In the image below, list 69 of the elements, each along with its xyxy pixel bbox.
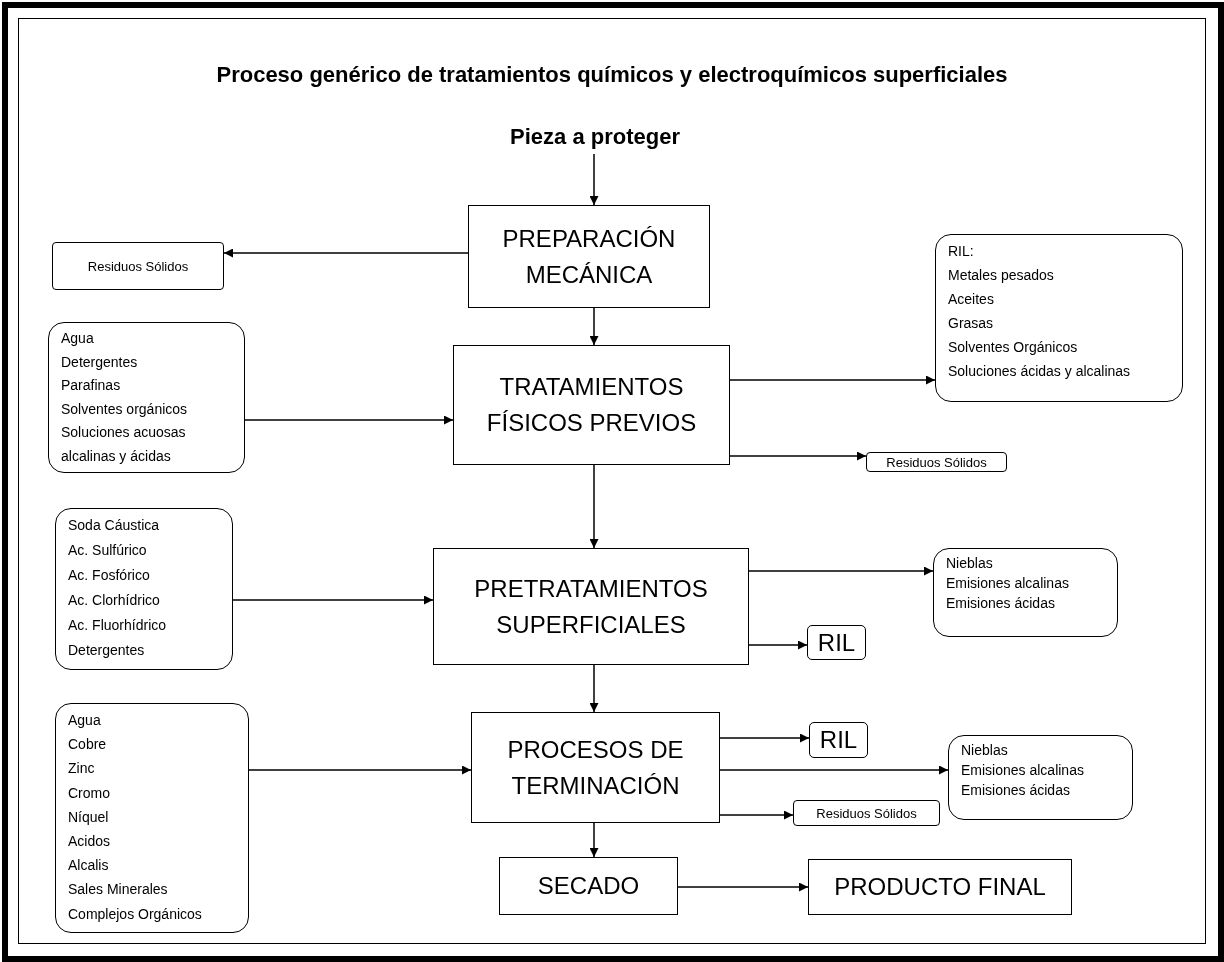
list-item: Nieblas: [961, 741, 1009, 760]
list-item: Ac. Fluorhídrico: [68, 616, 168, 635]
arrow: [589, 664, 599, 713]
list-item: Agua: [61, 329, 95, 348]
list-item: Sales Minerales: [68, 880, 169, 900]
arrow: [589, 307, 599, 346]
arrow: [589, 822, 599, 858]
arrow: [748, 566, 934, 576]
process-box: TRATAMIENTOS FÍSICOS PREVIOS: [453, 345, 730, 465]
arrow: [232, 595, 434, 605]
list-item: Solventes orgánicos: [61, 399, 189, 419]
process-box: PRETRATAMIENTOS SUPERFICIALES: [433, 548, 749, 665]
list-item: Alcalis: [68, 856, 110, 876]
arrow: [719, 733, 810, 743]
list-item: Níquel: [68, 807, 110, 827]
list-item: Aceites: [948, 290, 995, 309]
process-box: PRODUCTO FINAL: [808, 859, 1072, 915]
list-item: Emisiones alcalinas: [946, 574, 1070, 593]
list-item: Soluciones acuosas: [61, 423, 187, 442]
list-item: Detergentes: [68, 641, 146, 660]
input-list-box: [55, 703, 249, 933]
list-item: Agua: [68, 711, 102, 730]
list-item: Emisiones ácidas: [946, 594, 1056, 613]
input-list-box: [933, 548, 1118, 637]
list-item: alcalinas y ácidas: [61, 446, 172, 466]
output-box: RIL: [807, 625, 866, 660]
list-item: Cromo: [68, 783, 111, 803]
list-item: Parafinas: [61, 376, 122, 395]
list-item: Metales pesados: [948, 266, 1055, 285]
output-box: Residuos Sólidos: [52, 242, 224, 290]
list-item: Grasas: [948, 314, 995, 333]
output-box: Residuos Sólidos: [866, 452, 1007, 472]
diagram-title: Proceso genérico de tratamientos químicos y electroquímicos superficiales: [215, 62, 1009, 88]
list-item: Ac. Fosfórico: [68, 566, 151, 585]
arrow: [589, 464, 599, 549]
arrow: [719, 765, 949, 775]
list-item: Complejos Orgánicos: [68, 904, 203, 924]
list-item: Detergentes: [61, 352, 139, 372]
list-item: Acidos: [68, 832, 112, 851]
list-item: Emisiones ácidas: [961, 781, 1071, 800]
input-list-box: [948, 735, 1133, 820]
list-item: RIL:: [948, 242, 975, 261]
list-item: Nieblas: [946, 554, 994, 573]
list-item: Zinc: [68, 759, 96, 779]
process-box: PROCESOS DE TERMINACIÓN: [471, 712, 720, 823]
list-item: Soluciones ácidas y alcalinas: [948, 362, 1132, 381]
arrow: [244, 415, 454, 425]
output-box: RIL: [809, 722, 868, 758]
arrow: [223, 248, 469, 258]
process-box: PREPARACIÓN MECÁNICA: [468, 205, 710, 308]
list-item: Ac. Clorhídrico: [68, 591, 161, 610]
arrow: [729, 375, 936, 385]
input-list-box: [48, 322, 245, 473]
output-box: Residuos Sólidos: [793, 800, 940, 826]
arrow: [719, 810, 794, 820]
input-list-box: [935, 234, 1183, 402]
arrow: [589, 153, 599, 206]
heading-text: Pieza a proteger: [470, 124, 720, 154]
list-item: Solventes Orgánicos: [948, 338, 1079, 357]
input-list-box: [55, 508, 233, 670]
arrow: [248, 765, 472, 775]
list-item: Cobre: [68, 735, 108, 755]
process-box: SECADO: [499, 857, 678, 915]
list-item: Soda Cáustica: [68, 516, 161, 535]
list-item: Ac. Sulfúrico: [68, 541, 148, 560]
arrow: [729, 451, 867, 461]
arrow: [677, 882, 809, 892]
list-item: Emisiones alcalinas: [961, 761, 1085, 780]
arrow: [748, 640, 808, 650]
